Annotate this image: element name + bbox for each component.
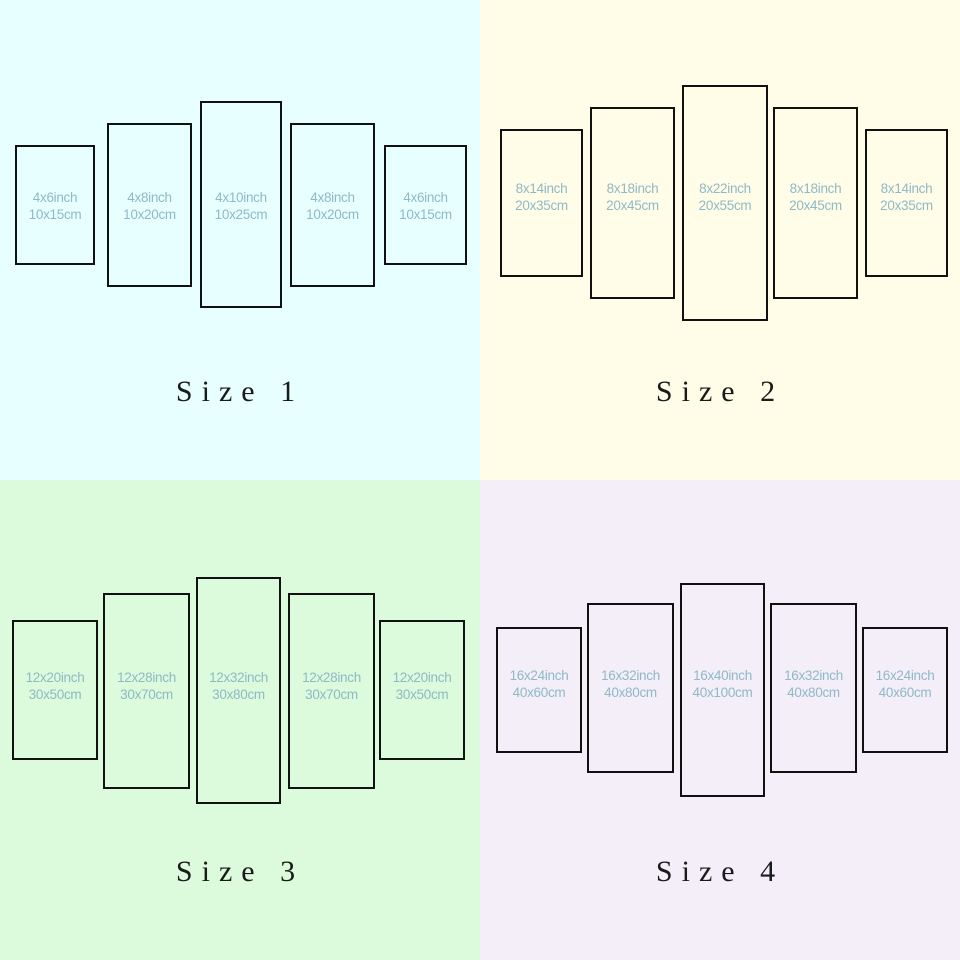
panel-size-inch: 16x40inch	[693, 668, 752, 683]
panel-group-size-3: 12x20inch 30x50cm 12x28inch 30x70cm 12x32inc…	[0, 480, 480, 900]
panel-size-inch: 4x6inch	[32, 190, 78, 205]
panel-size-label: 4x10inch 10x25cm	[196, 189, 286, 223]
quadrant-size-2: 8x14inch 20x35cm 8x18inch 20x45cm 8x22inch 20…	[480, 0, 960, 480]
canvas-panel[interactable]: 12x32inch 30x80cm	[196, 577, 281, 804]
panel-size-inch: 12x20inch	[25, 670, 85, 685]
panel-size-label: 12x32inch 30x80cm	[192, 669, 285, 703]
panel-size-inch: 4x8inch	[310, 190, 355, 205]
quadrant-size-4: 16x24inch 40x60cm 16x32inch 40x80cm 16x40inc…	[480, 480, 960, 960]
panel-size-label: 4x6inch 10x15cm	[11, 189, 99, 223]
panel-size-inch: 4x8inch	[127, 190, 172, 205]
panel-size-label: 16x32inch 40x80cm	[766, 667, 861, 701]
panel-size-inch: 16x24inch	[875, 668, 935, 683]
panel-group-size-1: 4x6inch 10x15cm 4x8inch 10x20cm 4x10inch 10x2…	[0, 0, 480, 420]
panel-size-label: 16x24inch 40x60cm	[492, 667, 586, 701]
panel-size-label: 8x14inch 20x35cm	[861, 180, 952, 214]
panel-size-label: 4x8inch 10x20cm	[286, 189, 379, 223]
canvas-panel[interactable]: 16x40inch 40x100cm	[680, 583, 765, 797]
panel-size-inch: 12x32inch	[209, 670, 268, 685]
canvas-panel[interactable]: 4x8inch 10x20cm	[290, 123, 375, 287]
panel-size-cm: 10x25cm	[214, 207, 268, 222]
canvas-panel[interactable]: 8x18inch 20x45cm	[773, 107, 858, 299]
panel-size-cm: 30x50cm	[28, 687, 82, 702]
panel-size-label: 16x24inch 40x60cm	[858, 667, 952, 701]
panel-size-cm: 30x50cm	[395, 687, 449, 702]
canvas-panel[interactable]: 12x20inch 30x50cm	[379, 620, 465, 760]
panel-size-cm: 20x45cm	[606, 198, 659, 213]
canvas-panel[interactable]: 4x6inch 10x15cm	[15, 145, 95, 265]
panel-size-label: 16x32inch 40x80cm	[583, 667, 678, 701]
panel-size-cm: 40x100cm	[692, 685, 753, 700]
panel-size-cm: 10x20cm	[123, 207, 176, 222]
canvas-panel[interactable]: 4x10inch 10x25cm	[200, 101, 282, 308]
panel-size-inch: 8x14inch	[515, 181, 568, 196]
panel-size-cm: 40x80cm	[787, 685, 840, 700]
panel-size-cm: 20x55cm	[698, 198, 752, 213]
panel-size-inch: 16x32inch	[784, 668, 843, 683]
canvas-panel[interactable]: 12x28inch 30x70cm	[288, 593, 375, 789]
panel-size-cm: 30x80cm	[212, 687, 265, 702]
quadrant-title-size-4: Size 4	[655, 855, 785, 888]
panel-size-cm: 40x60cm	[878, 685, 932, 700]
panel-size-cm: 10x15cm	[399, 207, 452, 222]
panel-size-label: 8x18inch 20x45cm	[769, 180, 862, 214]
quadrant-size-3: 12x20inch 30x50cm 12x28inch 30x70cm 12x32inc…	[0, 480, 480, 960]
quadrant-title-size-1: Size 1	[175, 375, 305, 408]
panel-size-inch: 8x22inch	[699, 181, 751, 196]
panel-size-inch: 4x10inch	[215, 190, 267, 205]
quadrant-title-size-3: Size 3	[175, 855, 305, 888]
canvas-panel[interactable]: 16x32inch 40x80cm	[770, 603, 857, 773]
canvas-panel[interactable]: 16x24inch 40x60cm	[496, 627, 582, 753]
panel-size-label: 12x28inch 30x70cm	[284, 669, 379, 703]
panel-size-inch: 16x32inch	[601, 668, 660, 683]
panel-size-inch: 12x20inch	[392, 670, 452, 685]
panel-size-label: 8x14inch 20x35cm	[496, 180, 587, 214]
canvas-panel[interactable]: 8x14inch 20x35cm	[865, 129, 948, 277]
panel-size-label: 16x40inch 40x100cm	[676, 667, 769, 701]
panel-size-cm: 10x15cm	[28, 207, 82, 222]
panel-size-label: 4x6inch 10x15cm	[380, 189, 471, 223]
canvas-panel[interactable]: 8x18inch 20x45cm	[590, 107, 675, 299]
quadrant-title-size-2: Size 2	[655, 375, 785, 408]
panel-size-cm: 40x80cm	[604, 685, 657, 700]
canvas-panel[interactable]: 12x20inch 30x50cm	[12, 620, 98, 760]
panel-size-inch: 8x18inch	[606, 181, 659, 196]
canvas-panel[interactable]: 8x14inch 20x35cm	[500, 129, 583, 277]
panel-size-label: 12x20inch 30x50cm	[375, 669, 469, 703]
panel-size-cm: 30x70cm	[120, 687, 173, 702]
panel-size-inch: 8x18inch	[789, 181, 842, 196]
panel-size-label: 4x8inch 10x20cm	[103, 189, 196, 223]
panel-size-label: 8x18inch 20x45cm	[586, 180, 679, 214]
panel-group-size-4: 16x24inch 40x60cm 16x32inch 40x80cm 16x40inc…	[480, 480, 960, 900]
panel-size-inch: 12x28inch	[117, 670, 176, 685]
canvas-panel[interactable]: 16x32inch 40x80cm	[587, 603, 674, 773]
panel-size-cm: 20x35cm	[515, 198, 568, 213]
panel-size-label: 12x20inch 30x50cm	[8, 669, 102, 703]
canvas-panel[interactable]: 8x22inch 20x55cm	[682, 85, 768, 321]
panel-group-size-2: 8x14inch 20x35cm 8x18inch 20x45cm 8x22inch 20…	[480, 0, 960, 420]
canvas-panel[interactable]: 4x8inch 10x20cm	[107, 123, 192, 287]
canvas-panel[interactable]: 12x28inch 30x70cm	[103, 593, 190, 789]
panel-size-cm: 20x35cm	[880, 198, 933, 213]
panel-size-cm: 20x45cm	[789, 198, 842, 213]
quadrant-size-1: 4x6inch 10x15cm 4x8inch 10x20cm 4x10inch 10x2…	[0, 0, 480, 480]
panel-size-cm: 30x70cm	[305, 687, 358, 702]
panel-size-cm: 10x20cm	[306, 207, 359, 222]
panel-size-inch: 4x6inch	[403, 190, 448, 205]
panel-size-inch: 8x14inch	[880, 181, 933, 196]
panel-size-cm: 40x60cm	[512, 685, 566, 700]
panel-size-inch: 12x28inch	[302, 670, 361, 685]
canvas-panel[interactable]: 16x24inch 40x60cm	[862, 627, 948, 753]
canvas-panel[interactable]: 4x6inch 10x15cm	[384, 145, 467, 265]
panel-size-label: 8x22inch 20x55cm	[678, 180, 772, 214]
panel-size-inch: 16x24inch	[509, 668, 569, 683]
panel-size-label: 12x28inch 30x70cm	[99, 669, 194, 703]
